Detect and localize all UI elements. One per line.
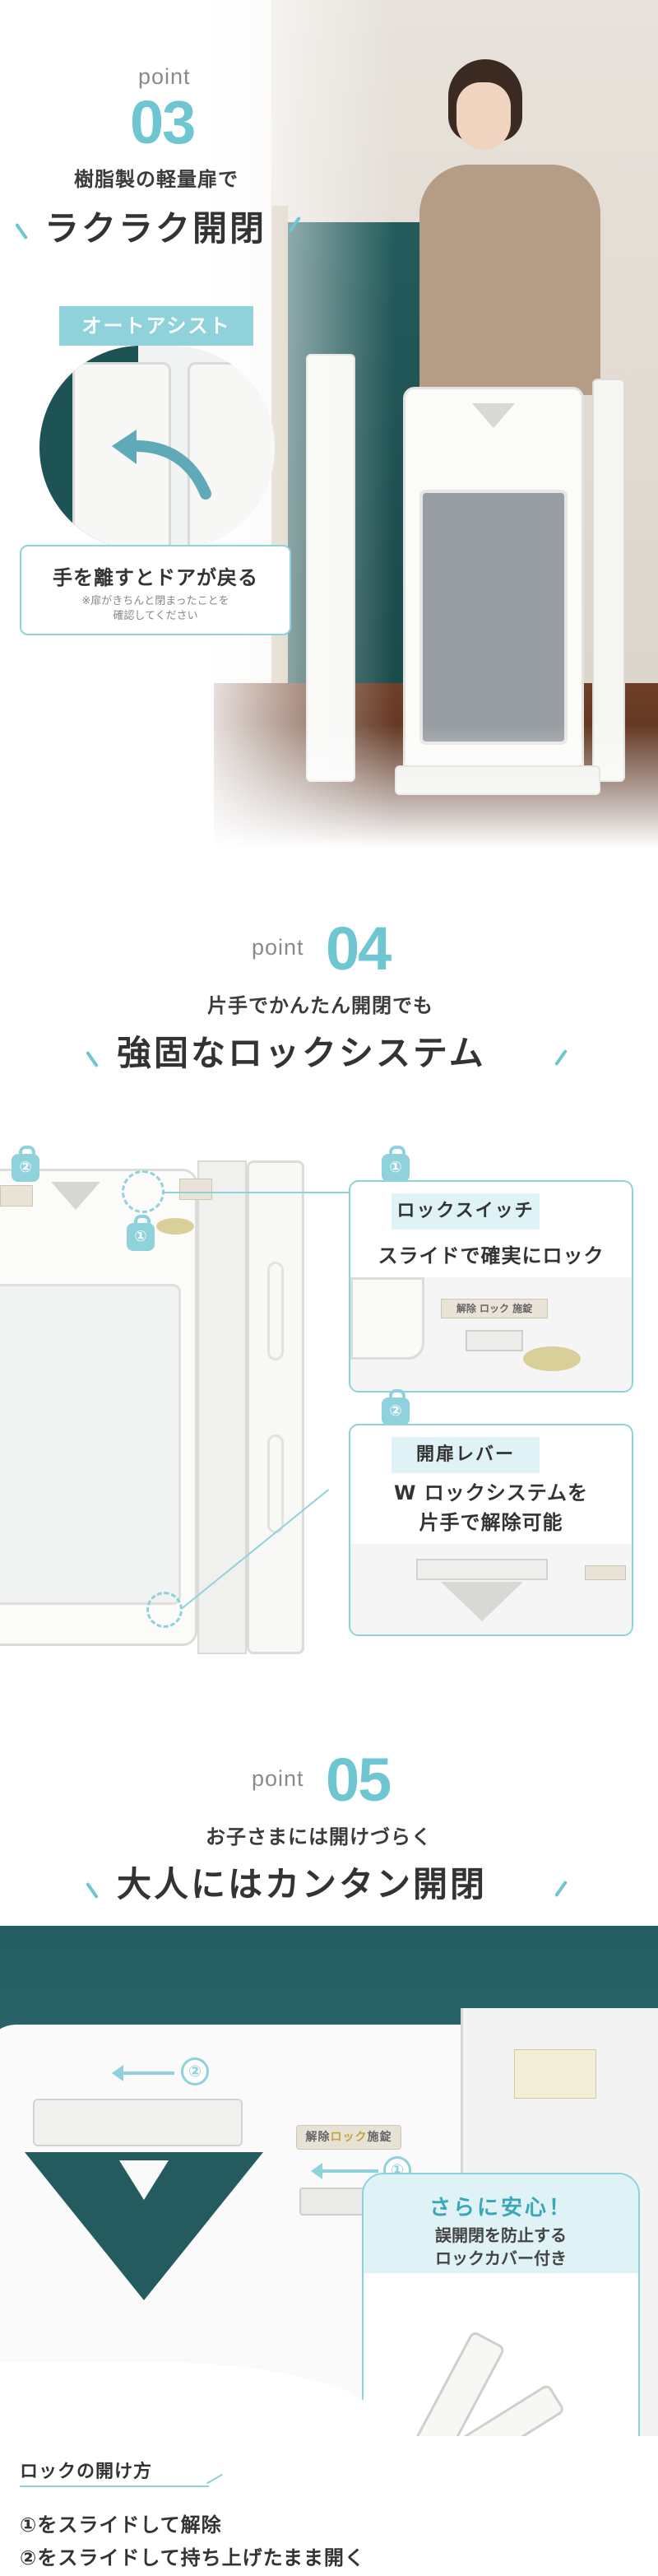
unlock-instructions: ロックの開け方 ①をスライドして解除 ②をスライドして持ち上げたまま開く <box>0 2362 658 2576</box>
caution-sticker <box>0 1185 33 1207</box>
mark-2-icon: ② <box>181 2058 209 2085</box>
lock-switch-card: ロックスイッチ スライドで確実にロック 解除 ロック 施錠 <box>349 1180 633 1393</box>
return-arrow-icon <box>112 430 211 500</box>
lock-switch-desc: スライドで確実にロック <box>378 1244 605 1267</box>
point-number: 04 <box>326 914 392 983</box>
lock-slide-knob <box>466 1330 523 1351</box>
section-point-03: point 03 樹脂製の軽量扉で ラクラク開閉 オートアシスト 手を離すとドア… <box>0 0 658 848</box>
lock-switch-label: 解除 ロック 施錠 <box>441 1299 548 1318</box>
point-number: 03 <box>130 88 196 156</box>
slide-arrow-2-icon <box>112 2065 174 2081</box>
title-accent-left <box>86 1050 99 1068</box>
section-headline: 強固なロックシステム <box>117 1033 486 1073</box>
lock-cover-title: さらに安心！ <box>429 2196 572 2220</box>
slide-arrow-1-icon <box>311 2163 378 2179</box>
warning-sticker <box>514 2049 596 2099</box>
card1-badge-icon: ① <box>382 1146 410 1182</box>
gate-post <box>247 1160 304 1654</box>
unlock-step-2: ②をスライドして持ち上げたまま開く <box>20 2546 365 2569</box>
auto-return-title: 手を離すとドアが戻る <box>53 566 258 589</box>
section-headline: ラクラク開閉 <box>44 208 267 249</box>
gate-front-photo <box>0 1160 329 1654</box>
woman-sweater <box>419 165 600 395</box>
section-subtitle: お子さまには開けづらく <box>206 1825 432 1848</box>
door-lever-card: 開扉レバー W ロックシステムを 片手で解除可能 <box>349 1424 633 1636</box>
woman-face <box>456 82 511 150</box>
gate-handle-notch <box>472 403 515 428</box>
door-lever-desc: W ロックシステムを 片手で解除可能 <box>393 1481 589 1534</box>
gate-right-post <box>592 379 625 782</box>
unlock-instructions-title: ロックの開け方 <box>20 2462 153 2482</box>
title-underline <box>20 2485 209 2487</box>
point-label: point <box>138 64 191 89</box>
door-edge-panel <box>188 362 275 550</box>
title-accent-right <box>554 1049 568 1067</box>
gate-clear-window <box>419 490 568 745</box>
point-label: point <box>252 935 304 960</box>
lever-marker <box>146 1592 183 1628</box>
door-lever-title: 開扉レバー <box>392 1437 540 1473</box>
lock-switch-title: ロックスイッチ <box>392 1193 540 1230</box>
open-lever <box>33 2099 243 2146</box>
badge-1-icon: ① <box>127 1215 155 1251</box>
lock-label-sticker <box>179 1179 212 1200</box>
lock-switch-marker <box>122 1170 164 1213</box>
section-point-05: point 05 お子さまには開けづらく 大人にはカンタン開閉 解除ロック施錠 … <box>0 1712 658 2576</box>
leader-line-1 <box>164 1192 352 1193</box>
gold-seal <box>156 1218 194 1235</box>
section-subtitle: 樹脂製の軽量扉で <box>74 168 239 191</box>
lock-cover-desc: 誤開閉を防止する ロックカバー付き <box>435 2225 567 2268</box>
card2-badge-icon: ② <box>382 1389 410 1425</box>
bottom-fade <box>0 724 658 848</box>
door-lever-photo <box>350 1544 632 1634</box>
gate-rail <box>197 1160 247 1654</box>
section-headline: 大人にはカンタン開閉 <box>117 1864 488 1904</box>
gold-seal <box>523 1346 581 1371</box>
section-point-04: point 04 片手でかんたん開閉でも 強固なロックシステム ② ① ロックス… <box>0 848 658 1712</box>
lock-switch-photo: 解除 ロック 施錠 <box>350 1277 632 1391</box>
section-subtitle: 片手でかんたん開閉でも <box>207 994 433 1017</box>
auto-return-caption: 手を離すとドアが戻る ※扉がきちんと閉まったことを 確認してください <box>20 545 291 635</box>
lever-slider <box>416 1559 548 1580</box>
unlock-step-1: ①をスライドして解除 <box>20 2513 222 2536</box>
auto-assist-tag: オートアシスト <box>59 306 253 346</box>
gate-window <box>0 1284 181 1605</box>
lock-switch-label: 解除ロック施錠 <box>296 2125 401 2150</box>
auto-assist-detail-photo <box>39 346 275 550</box>
title-accent-right <box>554 1880 568 1898</box>
badge-2-icon: ② <box>12 1146 39 1182</box>
title-accent-left <box>86 1881 99 1899</box>
point-label: point <box>252 1766 304 1791</box>
auto-return-note: ※扉がきちんと閉まったことを 確認してください <box>81 595 229 622</box>
point-number: 05 <box>326 1746 392 1814</box>
gate-handle-notch <box>51 1182 100 1210</box>
